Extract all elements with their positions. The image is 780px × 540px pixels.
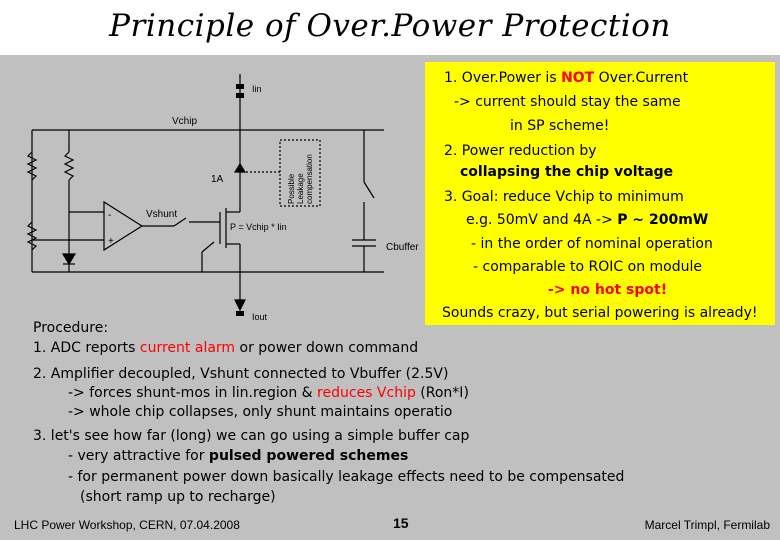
opamp-plus: + (108, 236, 114, 247)
point-1-sub-2: in SP scheme! (510, 118, 610, 134)
footer-author: Marcel Trimpl, Fermilab (644, 518, 770, 532)
point-1-sub-1: -> current should stay the same (454, 94, 681, 110)
point-3: 3. Goal: reduce Vchip to minimum (444, 189, 684, 205)
opamp-minus: - (108, 210, 111, 221)
procedure-heading: Procedure: (33, 320, 109, 336)
point-3-sub-3: - comparable to ROIC on module (473, 259, 703, 275)
point-1: 1. Over.Power is NOT Over.Current (444, 70, 689, 86)
label-vshunt: Vshunt (146, 209, 177, 220)
label-iout: Iout (252, 312, 268, 322)
leakage-label-2: Leakage (296, 173, 305, 204)
point-2-sub: collapsing the chip voltage (460, 164, 674, 180)
title-bar (0, 0, 780, 55)
procedure-step-3-sub-2: - for permanent power down basically lea… (68, 469, 625, 485)
procedure-step-3: 3. let's see how far (long) we can go us… (33, 428, 470, 444)
label-iin: Iin (252, 84, 262, 94)
point-3-sub-5: Sounds crazy, but serial powering is alr… (442, 305, 758, 321)
footer-event: LHC Power Workshop, CERN, 07.04.2008 (14, 518, 240, 532)
label-cbuffer: Cbuffer (386, 242, 419, 253)
label-vchip: Vchip (172, 116, 197, 127)
slide-title: Principle of Over.Power Protection (109, 8, 671, 44)
procedure-step-2-sub-1: -> forces shunt-mos in lin.region & redu… (68, 385, 469, 401)
label-1a: 1A (211, 174, 224, 185)
label-p-equation: P = Vchip * Iin (230, 222, 287, 232)
leakage-label-3: compensation (305, 154, 314, 204)
point-3-sub-4: -> no hot spot! (548, 282, 668, 298)
procedure-step-2-sub-2: -> whole chip collapses, only shunt main… (68, 404, 453, 420)
key-points-box (425, 62, 775, 325)
circuit-diagram: Iin Vchip 1A Vshunt P = Vchip * Iin Cbuf… (26, 74, 419, 322)
procedure-step-3-sub-3: (short ramp up to recharge) (80, 489, 276, 505)
procedure-step-3-sub-1: - very attractive for pulsed powered sch… (68, 448, 409, 464)
point-3-sub-2: - in the order of nominal operation (471, 236, 713, 252)
point-2: 2. Power reduction by (444, 143, 597, 159)
procedure-step-2: 2. Amplifier decoupled, Vshunt connected… (33, 366, 449, 382)
procedure-step-1: 1. ADC reports current alarm or power do… (33, 340, 419, 356)
point-3-sub-1: e.g. 50mV and 4A -> P ~ 200mW (466, 212, 709, 228)
leakage-label-1: Possible (287, 173, 296, 204)
page-number: 15 (393, 515, 409, 531)
